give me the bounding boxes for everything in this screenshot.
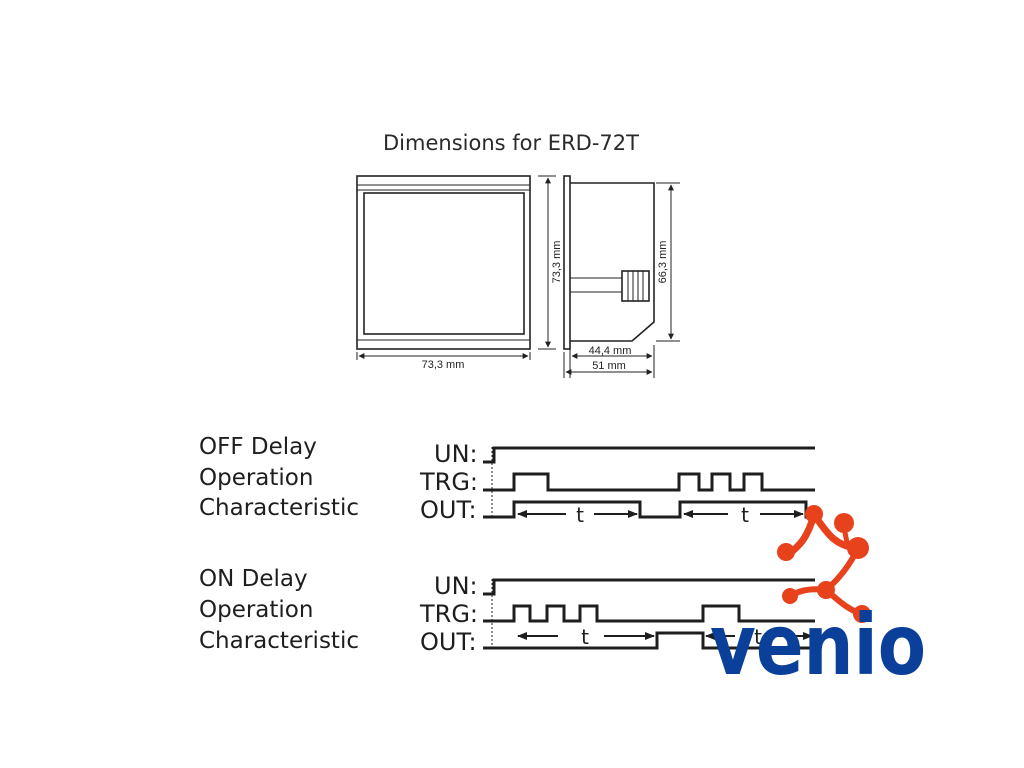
off-delay-title-line-1: OFF Delay (199, 434, 317, 460)
front-view: 73,3 mm 73,3 mm (356, 175, 563, 371)
off-delay-title-line-3: Characteristic (199, 495, 359, 521)
logo-mark (777, 505, 871, 623)
off-out-waveform (483, 500, 815, 519)
on-time-label-2: t (754, 625, 762, 649)
on-trg-label: TRG: (419, 600, 478, 628)
venio-logo: venio (710, 505, 926, 694)
off-out-label: OUT: (420, 496, 477, 524)
off-delay-title-line-2: Operation (199, 465, 313, 491)
total-depth-label: 51 mm (592, 360, 626, 372)
dimensions-title: Dimensions for ERD-72T (383, 131, 639, 155)
logo-text: venio (710, 596, 926, 694)
off-un-label: UN: (434, 440, 478, 468)
on-delay-section: ON Delay Operation Characteristic UN: TR… (199, 566, 815, 656)
on-delay-title-line-3: Characteristic (199, 628, 359, 654)
on-out-label: OUT: (420, 628, 477, 656)
off-un-waveform (483, 446, 815, 464)
off-time-label-2: t (741, 503, 749, 527)
on-delay-title-line-1: ON Delay (199, 566, 308, 592)
on-time-label-1: t (581, 625, 589, 649)
body-depth-label: 44,4 mm (589, 345, 632, 357)
on-delay-title-line-2: Operation (199, 597, 313, 623)
off-trg-label: TRG: (419, 468, 478, 496)
front-width-label: 73,3 mm (422, 359, 465, 371)
side-view: 66,3 mm 44,4 mm 51 mm (563, 175, 680, 378)
on-un-waveform (483, 578, 815, 596)
off-time-label-1: t (576, 503, 584, 527)
front-height-label: 73,3 mm (551, 241, 563, 284)
on-trg-waveform (483, 604, 815, 623)
on-out-waveform (483, 631, 815, 650)
back-height-label: 66,3 mm (657, 241, 669, 284)
off-trg-waveform (483, 472, 815, 492)
on-un-label: UN: (434, 572, 478, 600)
off-delay-section: OFF Delay Operation Characteristic UN: T… (199, 434, 815, 527)
